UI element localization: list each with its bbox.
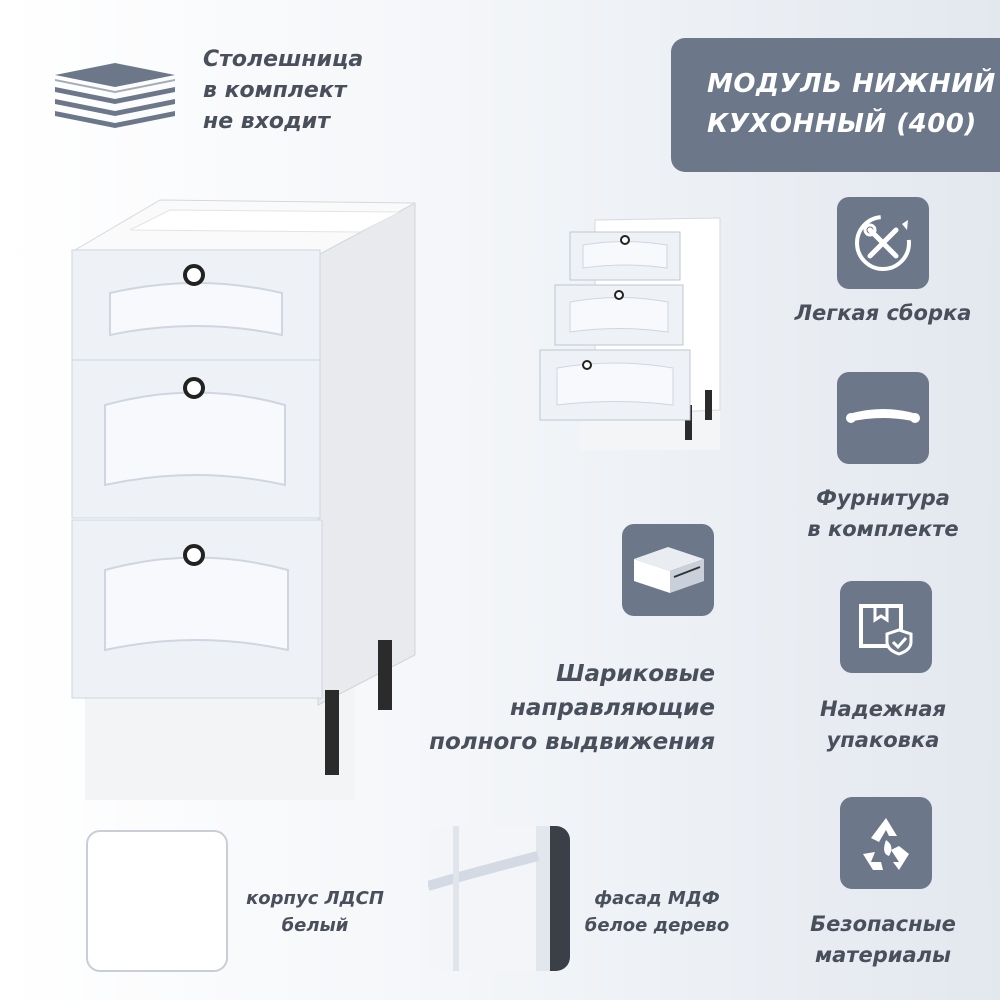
drawer-rail-icon bbox=[622, 524, 714, 616]
feature-label-packaging: Надежная упаковка bbox=[783, 694, 983, 756]
recycle-icon bbox=[840, 797, 932, 889]
material-label-line: корпус ЛДСП bbox=[246, 888, 384, 909]
countertop-note: Столешница в комплект не входит bbox=[203, 44, 363, 137]
stacked-boards-icon bbox=[55, 63, 175, 128]
countertop-note-line: в комплект bbox=[203, 78, 347, 103]
facade-color-swatch bbox=[428, 826, 570, 971]
countertop-note-line: не входит bbox=[203, 109, 330, 134]
product-title: МОДУЛЬ НИЖНИЙ КУХОННЫЙ (400) bbox=[707, 64, 996, 144]
body-material-label: корпус ЛДСП белый bbox=[230, 885, 400, 939]
feature-label-line: упаковка bbox=[826, 728, 940, 752]
material-label-line: белое дерево bbox=[584, 915, 730, 936]
feature-label-line: материалы bbox=[814, 943, 952, 967]
feature-label-line: в комплекте bbox=[807, 517, 959, 541]
handle-icon bbox=[837, 372, 929, 464]
rails-label-line: Шариковые bbox=[556, 661, 715, 687]
package-shield-icon bbox=[840, 581, 932, 673]
feature-label-line: Надежная bbox=[819, 697, 946, 721]
feature-label-fittings: Фурнитура в комплекте bbox=[783, 483, 983, 545]
feature-label-line: Безопасные bbox=[810, 912, 956, 936]
rails-label-line: направляющие bbox=[510, 695, 715, 721]
product-title-line: КУХОННЫЙ (400) bbox=[707, 109, 977, 139]
feature-label-line: Легкая сборка bbox=[794, 301, 972, 325]
rails-label: Шариковые направляющие полного выдвижени… bbox=[385, 657, 715, 759]
facade-material-label: фасад МДФ белое дерево bbox=[572, 885, 742, 939]
countertop-note-line: Столешница bbox=[203, 47, 364, 72]
feature-label-materials: Безопасные материалы bbox=[783, 909, 983, 971]
material-label-line: фасад МДФ bbox=[594, 888, 720, 909]
cabinet-open-drawers-image bbox=[539, 217, 721, 450]
cabinet-main-image bbox=[71, 199, 416, 800]
material-label-line: белый bbox=[281, 915, 349, 936]
feature-label-line: Фурнитура bbox=[816, 486, 950, 510]
feature-label-assembly: Легкая сборка bbox=[783, 298, 983, 329]
assembly-tools-icon bbox=[837, 197, 929, 289]
rails-label-line: полного выдвижения bbox=[429, 729, 715, 755]
body-color-swatch bbox=[86, 830, 228, 972]
product-title-line: МОДУЛЬ НИЖНИЙ bbox=[707, 69, 996, 99]
title-banner: МОДУЛЬ НИЖНИЙ КУХОННЫЙ (400) bbox=[671, 38, 1000, 172]
